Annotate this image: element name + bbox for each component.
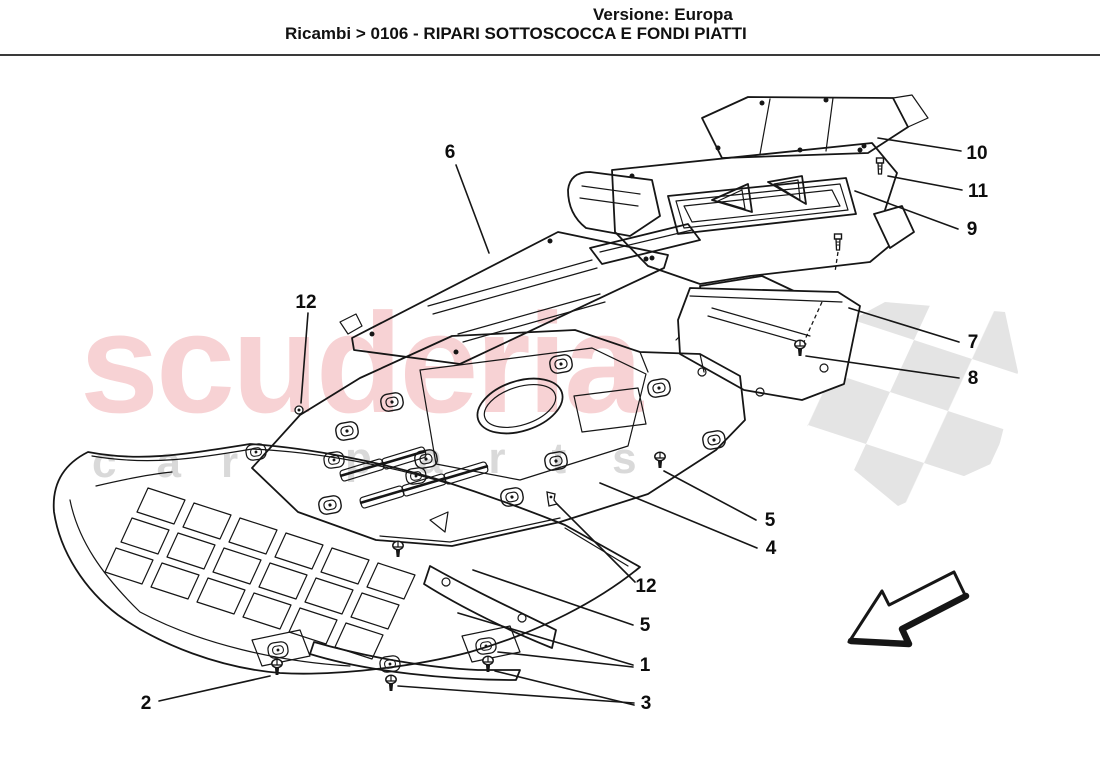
callout-2-label: 2 [141, 693, 152, 714]
callout-4-label: 4 [766, 538, 777, 559]
checkered-flag-watermark [800, 302, 1018, 506]
callout-1-label: 1 [640, 655, 651, 676]
direction-arrow-icon [847, 570, 970, 648]
louver-vents [339, 446, 489, 509]
breadcrumb: Ricambi > 0106 - RIPARI SOTTOSCOCCA E FO… [285, 24, 747, 43]
part-7-panel [677, 287, 861, 401]
bolt-11 [875, 157, 885, 175]
callout-5a-label: 5 [765, 510, 776, 531]
callout-7-label: 7 [968, 332, 979, 353]
callout-3-label: 3 [641, 693, 652, 714]
callout-9-label: 9 [967, 219, 978, 240]
leader-lines [158, 137, 963, 706]
callout-12b-label: 12 [635, 576, 656, 597]
header-divider [0, 54, 1100, 56]
sill-strips [309, 565, 557, 681]
central-floor-panel [251, 329, 746, 558]
callout-10-label: 10 [966, 143, 987, 164]
bridge-strip-panel [589, 223, 701, 265]
undertray-grid [104, 487, 416, 660]
callout-6-label: 6 [445, 142, 456, 163]
callout-5b-label: 5 [640, 615, 651, 636]
callout-labels: 6 12 10 11 9 7 8 5 4 12 5 1 3 2 [141, 142, 989, 714]
callout-12a-label: 12 [295, 292, 316, 313]
tagline-watermark-word1: car [92, 438, 279, 487]
front-undertray-panel [52, 442, 641, 675]
part-6-panel [339, 231, 669, 365]
callout-11-label: 11 [968, 181, 989, 202]
callout-8-label: 8 [968, 368, 979, 389]
version-label: Versione: Europa [593, 5, 733, 24]
